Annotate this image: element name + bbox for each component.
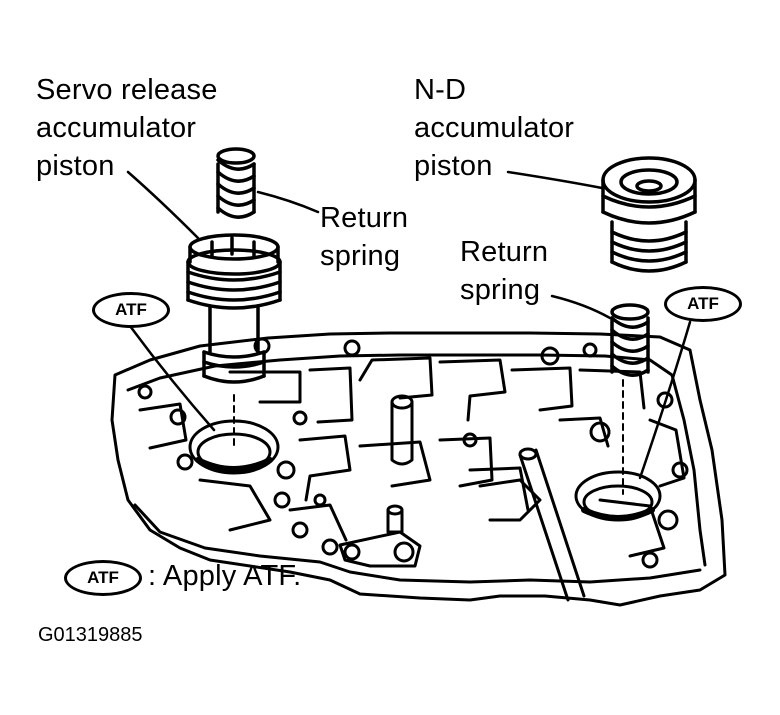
nd-label-line3: piston [414, 150, 493, 182]
atf-badge-legend: ATF [64, 560, 142, 596]
return-spring-right-line1: Return [460, 236, 549, 268]
return-spring-right-line2: spring [460, 274, 541, 306]
legend-text: : Apply ATF. [148, 560, 302, 592]
return-spring-left-line2: spring [320, 240, 401, 272]
valve-body-lower-edge [133, 503, 702, 584]
servo-release-accumulator-piston [186, 233, 282, 384]
return-spring-left-line1: Return [320, 202, 409, 234]
center-pin [390, 400, 414, 466]
valve-body-channels [138, 356, 686, 558]
nd-accumulator-piston [601, 156, 697, 273]
lower-pin [386, 508, 404, 534]
atf-badge-right: ATF [664, 286, 742, 322]
nd-label-line1: N-D [414, 74, 467, 106]
return-spring-left [216, 147, 256, 219]
valve-body-outline [110, 331, 727, 607]
leader-lines [126, 170, 692, 480]
atf-badge-left: ATF [92, 292, 170, 328]
servo-label-line3: piston [36, 150, 115, 182]
servo-label-line2: accumulator [36, 112, 197, 144]
return-spring-right [610, 303, 650, 377]
center-shaft [518, 453, 570, 602]
servo-label-line1: Servo release [36, 74, 218, 106]
valve-body-inner-edge [126, 353, 707, 567]
figure-code: G01319885 [38, 624, 143, 646]
valve-body-holes [137, 337, 689, 569]
nd-label-line2: accumulator [414, 112, 575, 144]
